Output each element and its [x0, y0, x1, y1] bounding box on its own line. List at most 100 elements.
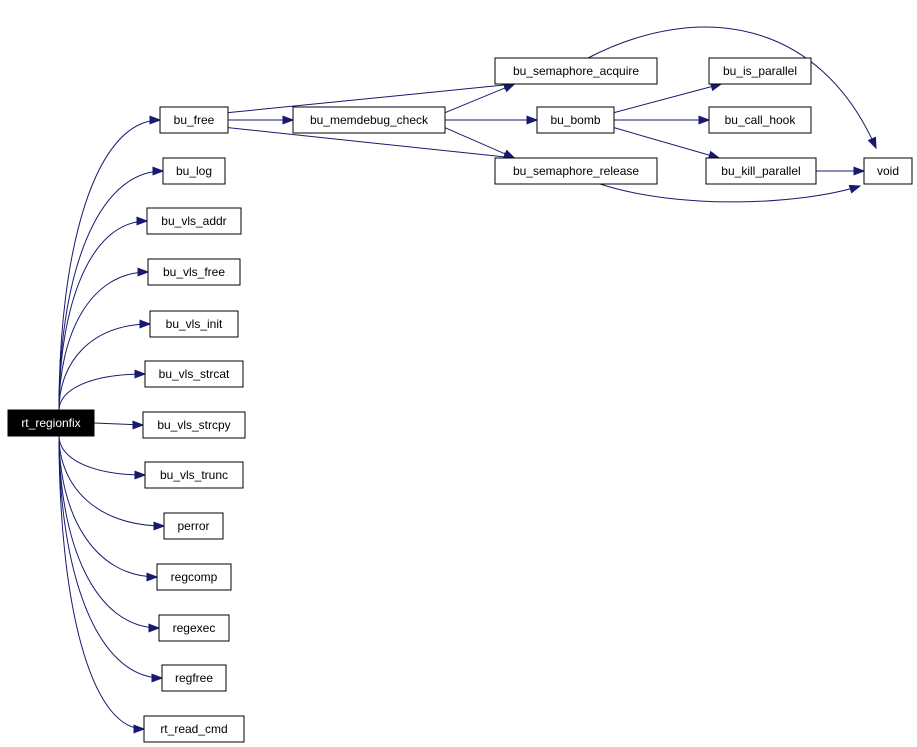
arrowhead-icon	[146, 572, 159, 582]
edges-layer	[58, 26, 877, 734]
node-rt-regionfix[interactable]: rt_regionfix	[7, 409, 95, 437]
arrowhead-icon	[149, 115, 162, 125]
node-label: bu_bomb	[550, 113, 600, 127]
edge-bu-semaphore-acquire-to-void	[587, 26, 877, 150]
edge-line	[58, 435, 160, 629]
arrowhead-icon	[152, 166, 165, 176]
arrowhead-icon	[132, 420, 145, 430]
node-perror[interactable]: perror	[163, 512, 224, 540]
edge-rt-regionfix-to-bu-vls-init	[58, 319, 152, 411]
arrowhead-icon	[134, 470, 147, 480]
edge-bu-free-to-bu-memdebug-check	[228, 115, 295, 125]
node-bu-vls-strcat[interactable]: bu_vls_strcat	[144, 360, 244, 388]
node-label: bu_semaphore_acquire	[513, 64, 639, 78]
edge-line	[444, 127, 515, 159]
edge-bu-semaphore-release-to-void	[599, 183, 862, 203]
node-label: bu_semaphore_release	[513, 164, 639, 178]
node-box	[494, 157, 658, 185]
node-regfree[interactable]: regfree	[161, 664, 227, 692]
node-rt-read-cmd[interactable]: rt_read_cmd	[143, 715, 245, 743]
arrowhead-icon	[282, 115, 295, 125]
edge-rt-regionfix-to-bu-vls-strcat	[58, 369, 147, 411]
node-bu-call-hook[interactable]: bu_call_hook	[708, 106, 812, 134]
node-box	[143, 715, 245, 743]
edge-rt-regionfix-to-regfree	[58, 435, 164, 683]
node-box	[863, 157, 913, 185]
node-box	[292, 106, 446, 134]
edge-bu-bomb-to-bu-is-parallel	[613, 82, 723, 114]
node-bu-kill-parallel[interactable]: bu_kill_parallel	[705, 157, 817, 185]
node-bu-vls-strcpy[interactable]: bu_vls_strcpy	[142, 411, 246, 439]
arrowhead-icon	[503, 149, 516, 159]
node-bu-log[interactable]: bu_log	[162, 157, 226, 185]
edge-bu-bomb-to-bu-call-hook	[614, 115, 711, 125]
node-label: bu_is_parallel	[723, 64, 797, 78]
edge-line	[58, 373, 146, 411]
node-label: bu_vls_strcat	[159, 367, 230, 381]
nodes-layer: rt_regionfix bu_free bu_log bu_vls_addr bu_v…	[7, 57, 913, 743]
node-box	[162, 157, 226, 185]
node-bu-vls-free[interactable]: bu_vls_free	[147, 258, 241, 286]
arrowhead-icon	[137, 267, 150, 277]
arrowhead-icon	[133, 724, 146, 734]
node-label: bu_vls_init	[166, 317, 223, 331]
node-box	[142, 411, 246, 439]
node-box	[494, 57, 658, 85]
node-bu-semaphore-release[interactable]: bu_semaphore_release	[494, 157, 658, 185]
arrowhead-icon	[153, 521, 166, 531]
edge-line	[613, 127, 720, 159]
node-bu-free[interactable]: bu_free	[159, 106, 229, 134]
edge-line	[58, 435, 158, 578]
node-regcomp[interactable]: regcomp	[156, 563, 232, 591]
arrowhead-icon	[867, 136, 877, 150]
edge-rt-regionfix-to-bu-vls-trunc	[58, 435, 147, 480]
edge-bu-memdebug-check-to-bu-semaphore-release	[444, 127, 516, 159]
arrowhead-icon	[134, 369, 147, 379]
edge-rt-regionfix-to-bu-free	[58, 115, 162, 411]
edge-line	[58, 435, 165, 527]
edge-line	[58, 323, 151, 411]
node-box	[144, 461, 244, 489]
node-label: regcomp	[171, 570, 218, 584]
node-regexec[interactable]: regexec	[158, 614, 230, 642]
edge-line	[587, 26, 877, 149]
node-bu-vls-init[interactable]: bu_vls_init	[149, 310, 239, 338]
edge-rt-regionfix-to-rt-read-cmd	[58, 435, 146, 734]
arrowhead-icon	[698, 115, 711, 125]
node-bu-semaphore-acquire[interactable]: bu_semaphore_acquire	[494, 57, 658, 85]
edge-line	[227, 127, 515, 159]
arrowhead-icon	[148, 623, 161, 633]
arrowhead-icon	[853, 166, 866, 176]
node-box	[161, 664, 227, 692]
node-bu-vls-addr[interactable]: bu_vls_addr	[146, 207, 242, 235]
edge-rt-regionfix-to-regcomp	[58, 435, 159, 582]
node-label: void	[877, 164, 899, 178]
edge-bu-memdebug-check-to-bu-semaphore-acquire	[444, 83, 516, 114]
node-label: bu_vls_addr	[161, 214, 226, 228]
edge-rt-regionfix-to-bu-vls-addr	[58, 216, 149, 411]
arrowhead-icon	[136, 216, 149, 226]
arrowhead-icon	[526, 115, 539, 125]
node-bu-vls-trunc[interactable]: bu_vls_trunc	[144, 461, 244, 489]
node-label: regexec	[173, 621, 216, 635]
node-bu-memdebug-check[interactable]: bu_memdebug_check	[292, 106, 446, 134]
node-bu-bomb[interactable]: bu_bomb	[536, 106, 615, 134]
node-bu-is-parallel[interactable]: bu_is_parallel	[708, 57, 812, 85]
edge-bu-memdebug-check-to-bu-bomb	[445, 115, 539, 125]
node-void[interactable]: void	[863, 157, 913, 185]
edge-line	[58, 435, 146, 476]
edge-line	[599, 183, 861, 203]
edge-line	[58, 271, 149, 411]
node-box	[163, 512, 224, 540]
node-box	[708, 57, 812, 85]
node-label: bu_vls_trunc	[160, 468, 228, 482]
arrowhead-icon	[848, 184, 862, 194]
edge-rt-regionfix-to-bu-vls-strcpy	[93, 420, 145, 430]
edge-line	[58, 220, 148, 411]
node-label: perror	[177, 519, 209, 533]
arrowhead-icon	[151, 673, 164, 683]
edge-bu-kill-parallel-to-void	[816, 166, 866, 176]
node-label: bu_vls_strcpy	[157, 418, 230, 432]
edge-rt-regionfix-to-bu-vls-free	[58, 267, 150, 411]
